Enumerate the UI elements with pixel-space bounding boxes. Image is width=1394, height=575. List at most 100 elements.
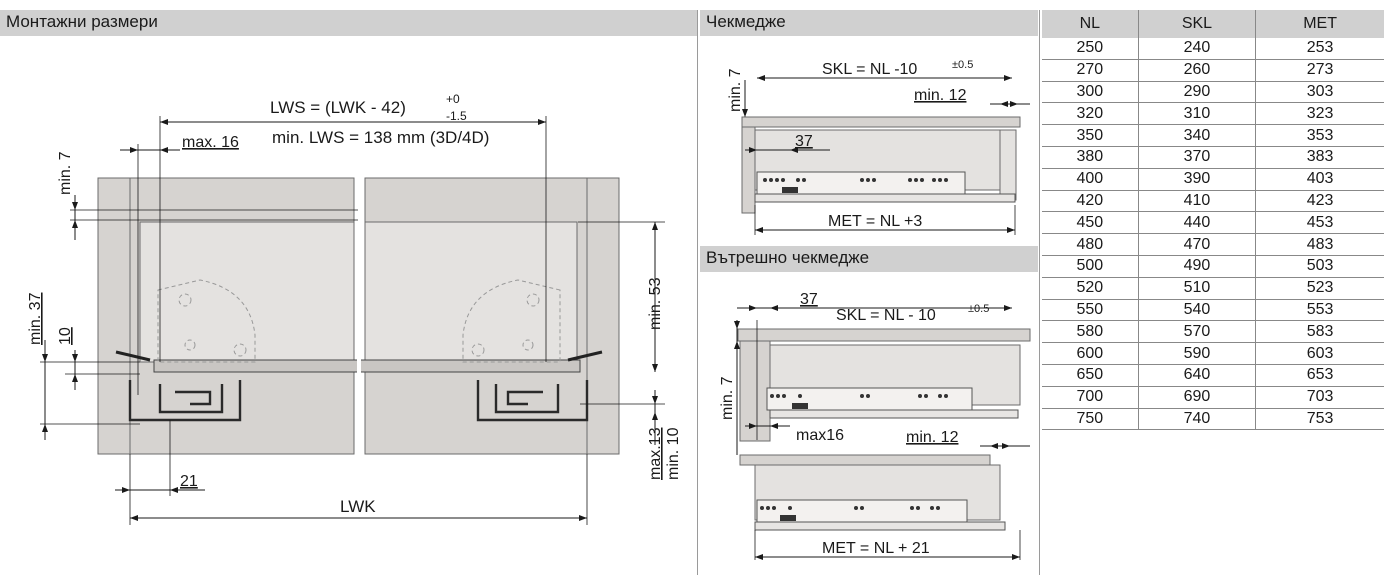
- table-cell: 650: [1042, 364, 1139, 387]
- table-cell: 420: [1042, 190, 1139, 213]
- runner-left: [128, 380, 242, 422]
- table-cell: 250: [1042, 38, 1139, 60]
- col-nl: NL: [1042, 10, 1139, 38]
- drawer-bottom-plate: [153, 359, 581, 373]
- lws-tolerance-plus: +0: [446, 92, 460, 106]
- table-cell: 483: [1255, 233, 1384, 256]
- table-cell: 553: [1255, 299, 1384, 322]
- table-cell: 270: [1042, 59, 1139, 82]
- table-cell: 480: [1042, 233, 1139, 256]
- table-cell: 490: [1137, 255, 1256, 278]
- mounting-panel-frame: [0, 10, 698, 575]
- table-cell: 510: [1137, 277, 1256, 300]
- table-cell: 753: [1255, 408, 1384, 431]
- inner-drawer-header: Вътрешно чекмедже: [700, 246, 1038, 272]
- min-lws-label: min. LWS = 138 mm (3D/4D): [272, 128, 489, 147]
- inner-drawer-diagram: 37 SKL = NL - 10 ±0.5 min. 7 max16 min. …: [719, 291, 1031, 560]
- table-cell: 370: [1137, 146, 1256, 169]
- drawer-skl-tolerance: ±0.5: [952, 59, 973, 71]
- drawer-panel-frame: [698, 10, 1040, 575]
- lws-formula: LWS = (LWK - 42): [270, 98, 406, 117]
- table-cell: 400: [1042, 168, 1139, 191]
- drawer-header: Чекмедже: [700, 10, 1038, 36]
- col-met: MET: [1255, 10, 1384, 38]
- table-cell: 600: [1042, 342, 1139, 365]
- table-cell: 380: [1042, 146, 1139, 169]
- table-cell: 410: [1137, 190, 1256, 213]
- table-cell: 273: [1255, 59, 1384, 82]
- inner-runner-base-2: [754, 521, 1006, 531]
- inner-met-label: MET = NL + 21: [822, 540, 930, 557]
- table-cell: 550: [1042, 299, 1139, 322]
- table-cell: 520: [1042, 277, 1139, 300]
- drawer-min12-label: min. 12: [914, 87, 967, 104]
- table-cell: 323: [1255, 102, 1384, 126]
- table-cell: 580: [1042, 320, 1139, 344]
- table-cell: 570: [1137, 320, 1256, 344]
- table-cell: 590: [1137, 342, 1256, 365]
- table-cell: 290: [1137, 81, 1256, 104]
- table-cell: 690: [1137, 386, 1256, 409]
- max16-label: max. 16: [182, 134, 239, 151]
- table-cell: 740: [1137, 408, 1256, 431]
- table-cell: 453: [1255, 211, 1384, 235]
- drawer-met-label: MET = NL +3: [828, 213, 922, 230]
- drawer-diagram: SKL = NL -10 ±0.5 min. 12 min. 7 37 MET …: [727, 59, 1030, 235]
- drawer-cabinet-top: [741, 116, 1021, 128]
- twentyone-label: 21: [180, 473, 198, 490]
- table-cell: 353: [1255, 124, 1384, 147]
- table-cell: 390: [1137, 168, 1256, 191]
- min53-label: min. 53: [647, 277, 664, 330]
- max13-label: max.13: [647, 427, 664, 480]
- table-cell: 450: [1042, 211, 1139, 235]
- inner-max16-label: max16: [796, 427, 844, 444]
- inner-cabinet-front-1: [739, 340, 771, 442]
- inner-skl-label: SKL = NL - 10: [836, 307, 936, 324]
- drawer-min7-label: min. 7: [727, 68, 744, 112]
- runner-right: [476, 380, 589, 422]
- drawer-runner-holes: [763, 178, 948, 193]
- drawer-body-right: [364, 221, 578, 363]
- lwk-label: LWK: [340, 497, 376, 516]
- table-cell: 340: [1137, 124, 1256, 147]
- mounting-header: Монтажни размери: [0, 10, 697, 36]
- inner-min7-label: min. 7: [719, 376, 736, 420]
- table-cell: 320: [1042, 102, 1139, 126]
- min7-label: min. 7: [57, 151, 74, 195]
- table-cell: 640: [1137, 364, 1256, 387]
- table-cell: 653: [1255, 364, 1384, 387]
- table-header-row: NL SKL MET: [1042, 10, 1384, 38]
- table-cell: 423: [1255, 190, 1384, 213]
- table-cell: 440: [1137, 211, 1256, 235]
- table-cell: 300: [1042, 81, 1139, 104]
- inner-runner-holes: [760, 394, 948, 521]
- cabinet-right-wall: [586, 177, 620, 455]
- bracket-right: [462, 279, 561, 363]
- table-cell: 583: [1255, 320, 1384, 344]
- inner-cabinet-front-2: [739, 454, 991, 466]
- table-cell: 350: [1042, 124, 1139, 147]
- table-cell: 253: [1255, 38, 1384, 60]
- table-cell: 500: [1042, 255, 1139, 278]
- table-cell: 503: [1255, 255, 1384, 278]
- drawer-body-left: [139, 221, 355, 363]
- ten-label: 10: [57, 327, 74, 345]
- drawer-skl-label: SKL = NL -10: [822, 61, 917, 78]
- table-cell: 260: [1137, 59, 1256, 82]
- table-cell: 240: [1137, 38, 1256, 60]
- table-cell: 383: [1255, 146, 1384, 169]
- screw-right: [567, 350, 603, 362]
